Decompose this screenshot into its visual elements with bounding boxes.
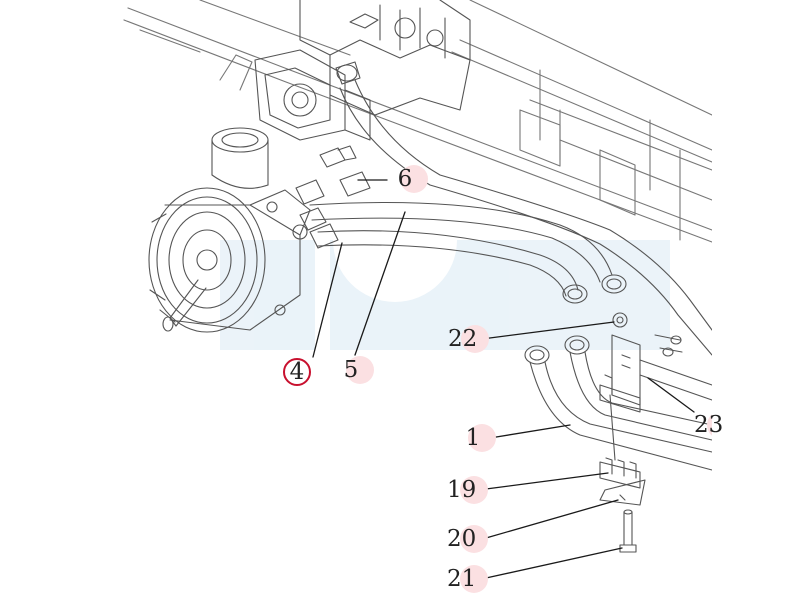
callout-halo — [460, 525, 489, 553]
pump-fittings — [295, 61, 371, 249]
callout-halo — [460, 565, 489, 593]
callout-22[interactable]: 22 — [444, 322, 490, 356]
callout-1[interactable]: 1 — [458, 421, 496, 455]
callout-halo — [346, 356, 374, 384]
callout-halo — [460, 476, 489, 504]
callout-halo — [400, 165, 428, 193]
callout-halo — [468, 424, 496, 452]
callout-19[interactable]: 19 — [443, 473, 489, 507]
frame-rails — [123, 0, 713, 243]
hose-clamp — [599, 457, 641, 489]
transmission-assembly — [254, 0, 471, 141]
leader-lines — [312, 179, 695, 579]
highlight-ring — [283, 358, 311, 386]
right-crop-mask — [712, 0, 800, 600]
callout-20[interactable]: 20 — [443, 522, 489, 556]
upper-hose — [339, 79, 713, 356]
callout-5[interactable]: 5 — [336, 353, 374, 387]
hose-4 — [317, 230, 588, 304]
callout-21[interactable]: 21 — [443, 562, 489, 596]
callout-23[interactable]: 23 — [690, 408, 736, 442]
callout-4[interactable]: 4 — [282, 355, 312, 389]
hose-1 — [524, 335, 713, 471]
clamp-bolt — [619, 509, 637, 553]
callout-6[interactable]: 6 — [390, 162, 428, 196]
mounting-bracket — [599, 312, 713, 461]
callout-halo — [461, 325, 490, 353]
clamp-plate — [599, 479, 646, 506]
hydraulic-pump — [148, 127, 311, 333]
